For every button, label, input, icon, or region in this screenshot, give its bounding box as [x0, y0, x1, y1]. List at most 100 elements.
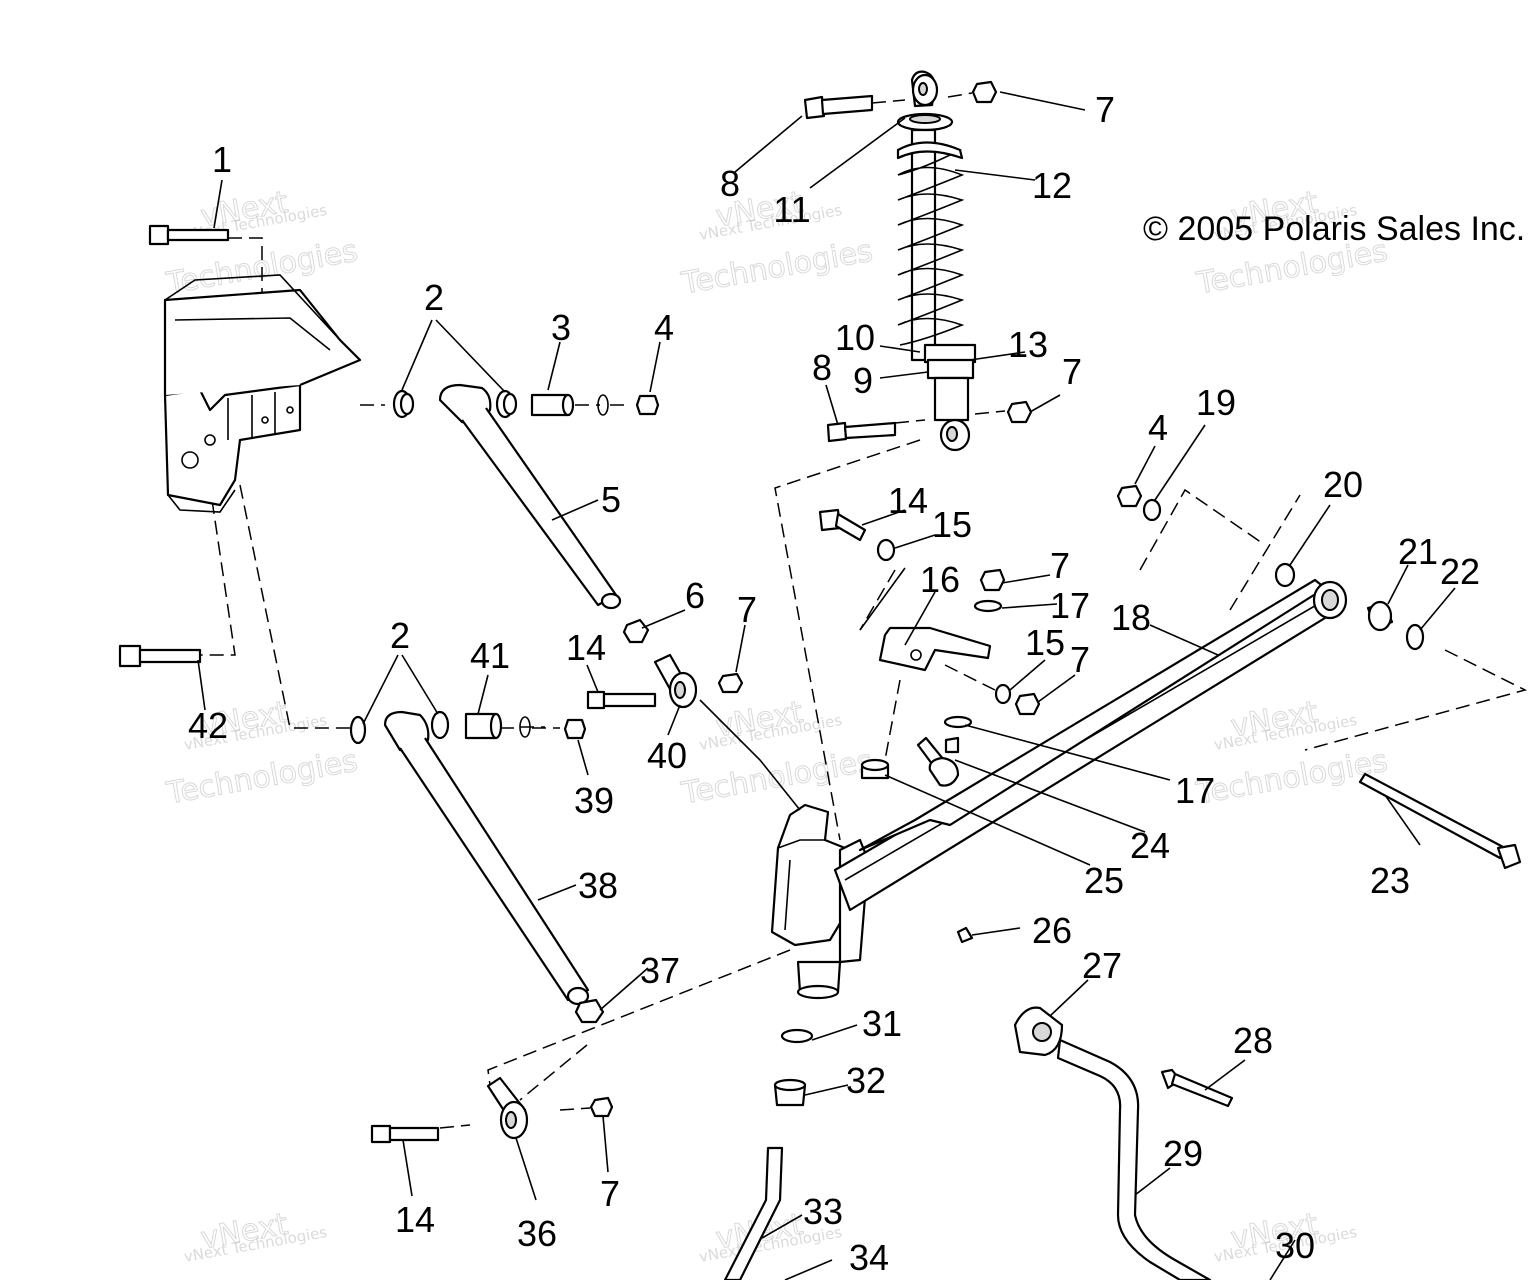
callout-7-ball-joint: 7 — [737, 589, 757, 630]
callout-2-lower: 2 — [390, 615, 410, 656]
callout-7-shock-bottom: 7 — [1062, 351, 1082, 392]
callout-27: 27 — [1082, 945, 1122, 986]
callout-23: 23 — [1370, 860, 1410, 901]
part-7-nut-f — [1014, 692, 1041, 716]
lower-a-arm-hardware — [349, 710, 587, 745]
assembly-centerlines — [200, 92, 1528, 1129]
callout-7-shock-top: 7 — [1095, 89, 1115, 130]
part-4-nut — [1116, 484, 1143, 508]
copyright-notice: © 2005 Polaris Sales Inc. — [1143, 210, 1525, 248]
callout-6: 6 — [685, 575, 705, 616]
callout-7-steering-bottom: 7 — [1070, 639, 1090, 680]
part-42-bolt — [118, 644, 202, 668]
watermark: vNext vNext Technologies Technologies — [678, 184, 876, 302]
part-25-bushing — [860, 758, 890, 780]
part-19-washer — [1142, 498, 1162, 522]
callout-labels: 1 2 2 3 4 4 5 6 7 7 7 7 7 7 8 8 9 10 11 … — [188, 89, 1480, 1278]
part-7-nut-e — [979, 568, 1006, 592]
callout-41: 41 — [470, 635, 510, 676]
part-22-o-ring — [1405, 623, 1425, 651]
callout-31: 31 — [862, 1003, 902, 1044]
part-9-shock-body — [926, 358, 975, 452]
callout-32: 32 — [846, 1060, 886, 1101]
part-12-spring — [896, 128, 965, 362]
svg-text:Technologies: Technologies — [1193, 744, 1390, 812]
callout-22: 22 — [1440, 551, 1480, 592]
callout-28: 28 — [1233, 1020, 1273, 1061]
svg-text:Technologies: Technologies — [678, 744, 875, 812]
part-7-nut-b — [589, 1096, 614, 1118]
callout-10: 10 — [835, 317, 875, 358]
part-33-spindle-shaft — [723, 1146, 784, 1280]
watermark: vNext vNext Technologies Technologies — [163, 694, 361, 812]
callout-16: 16 — [920, 559, 960, 600]
lower-spindle-parts — [723, 1028, 814, 1280]
callout-30: 30 — [1275, 1225, 1315, 1266]
callout-7-steering-top: 7 — [1050, 545, 1070, 586]
part-14-bolt-lower — [370, 1124, 440, 1144]
callout-14-ball-joint: 14 — [566, 627, 606, 668]
part-24-tie-rod-end — [916, 736, 960, 787]
part-14-bolt-upper — [586, 690, 657, 710]
part-15-washer-b — [994, 683, 1012, 705]
callout-39: 39 — [574, 780, 614, 821]
svg-text:Technologies: Technologies — [163, 744, 360, 812]
stabilizer-assembly — [1013, 1006, 1234, 1280]
callout-38: 38 — [578, 865, 618, 906]
callout-15-top: 15 — [932, 504, 972, 545]
callout-17-top: 17 — [1050, 585, 1090, 626]
part-8-bolt-upper — [803, 94, 874, 120]
callout-36: 36 — [517, 1213, 557, 1254]
part-31-ring — [780, 1028, 814, 1044]
part-29-stabilizer-bar — [1056, 1038, 1212, 1280]
part-27-flange — [1013, 1006, 1064, 1057]
callout-1: 1 — [212, 139, 232, 180]
callout-5: 5 — [601, 479, 621, 520]
part-23-bolt — [1358, 772, 1522, 870]
callout-7-lower: 7 — [600, 1173, 620, 1214]
callout-9: 9 — [853, 360, 873, 401]
callout-17-bottom: 17 — [1175, 770, 1215, 811]
part-8-bolt-lower — [826, 421, 897, 443]
callout-37: 37 — [640, 950, 680, 991]
part-1-bolt — [148, 224, 230, 246]
part-15-washer-a — [876, 538, 896, 562]
part-6-nut — [622, 618, 650, 644]
svg-text:Technologies: Technologies — [678, 234, 875, 302]
callout-4-right: 4 — [1148, 407, 1168, 448]
part-28-pin — [1160, 1068, 1234, 1108]
callout-33: 33 — [803, 1191, 843, 1232]
callout-11: 11 — [773, 189, 810, 230]
part-21-bushing — [1366, 600, 1394, 632]
part-36-ball-joint — [486, 1076, 529, 1140]
callout-8-top: 8 — [720, 163, 740, 204]
callout-14-steering: 14 — [888, 480, 928, 521]
part-18-trailing-arm — [833, 578, 1348, 912]
part-17-washer-a — [973, 599, 1003, 613]
callout-8-bottom: 8 — [812, 347, 832, 388]
watermark: vNext vNext Technologies — [183, 1206, 329, 1266]
part-7-nut-d — [1006, 400, 1033, 424]
part-32-bushing — [773, 1078, 807, 1107]
upper-a-arm-hardware — [392, 389, 660, 419]
watermark: vNext vNext Technologies Technologies — [678, 694, 876, 812]
callout-12: 12 — [1032, 165, 1072, 206]
part-11-retainer — [896, 112, 954, 132]
callout-15-bottom: 15 — [1025, 622, 1065, 663]
part-17-washer-b — [943, 715, 973, 729]
callout-42: 42 — [188, 705, 228, 746]
trailing-arm-hardware — [1116, 484, 1522, 870]
part-5-upper-a-arm — [438, 383, 622, 610]
callout-2-upper: 2 — [424, 277, 444, 318]
shock-absorber-assembly — [803, 70, 1033, 452]
callout-14-lower: 14 — [395, 1199, 435, 1240]
callout-29: 29 — [1163, 1133, 1203, 1174]
part-38-lower-a-arm — [383, 710, 590, 1006]
callout-19: 19 — [1196, 382, 1236, 423]
leader-lines — [197, 91, 1456, 1280]
callout-26: 26 — [1032, 910, 1072, 951]
callout-40: 40 — [647, 735, 687, 776]
callout-34: 34 — [849, 1237, 889, 1278]
steering-hardware — [818, 508, 1041, 787]
part-7-nut-a — [717, 672, 744, 694]
